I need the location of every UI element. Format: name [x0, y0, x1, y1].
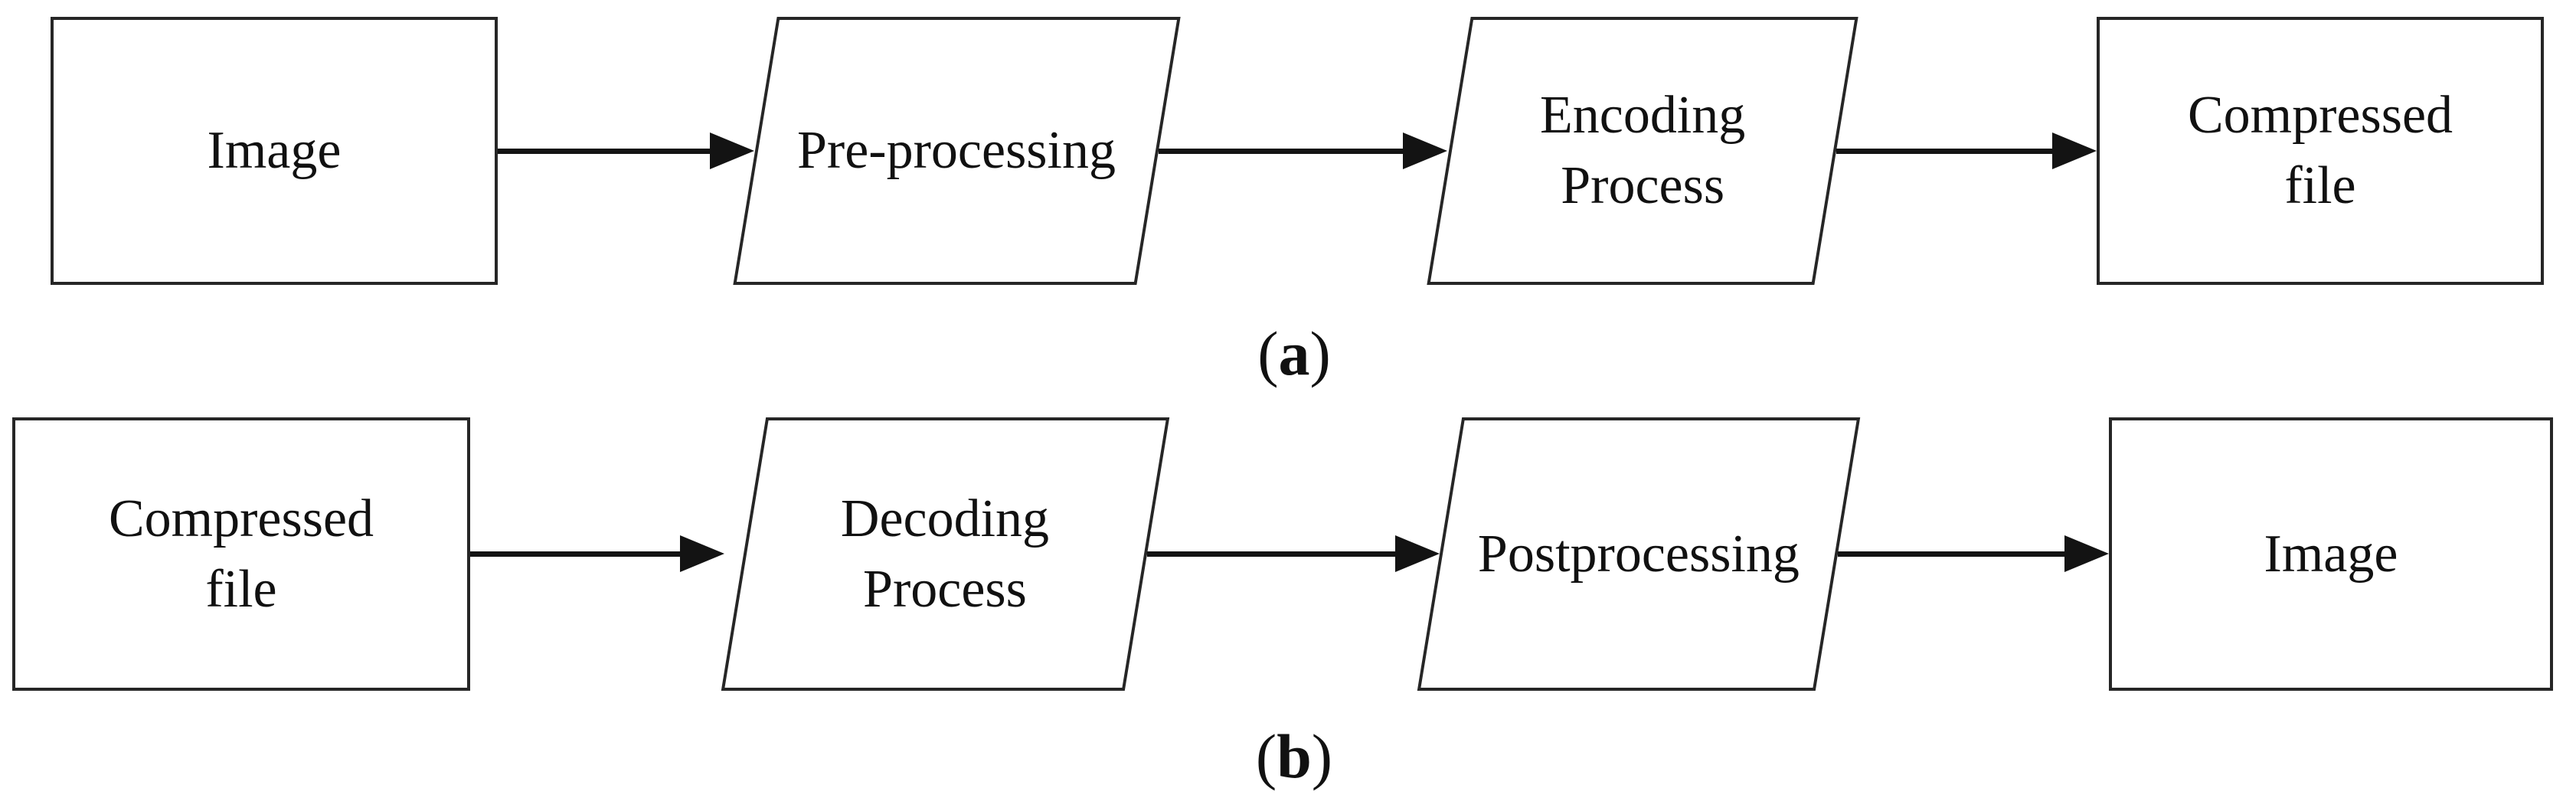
- node-label-line: file: [2284, 156, 2356, 215]
- node-label-line: Postprocessing: [1478, 524, 1800, 584]
- arrow-shaft: [1836, 148, 2057, 154]
- arrow-preprocessing-to-encoding: [1159, 132, 1447, 169]
- node-label-line: Pre-processing: [797, 121, 1116, 180]
- node-label: Compressed file: [109, 484, 374, 625]
- node-compressed-file-input: Compressed file: [12, 417, 470, 691]
- node-decoding-process: Decoding Process: [721, 417, 1170, 691]
- arrow-shaft: [1838, 551, 2069, 557]
- node-label: Compressed file: [2188, 80, 2453, 221]
- arrow-head-icon: [2064, 535, 2109, 572]
- node-encoding-process: Encoding Process: [1427, 17, 1858, 285]
- node-label-line: file: [205, 559, 277, 619]
- node-label: Postprocessing: [1478, 519, 1800, 590]
- arrow-postprocessing-to-image: [1838, 535, 2109, 572]
- node-label-line: Compressed: [2187, 86, 2453, 145]
- caption-paren: ): [1309, 319, 1331, 388]
- caption-letter: b: [1277, 721, 1312, 791]
- arrow-shaft: [1147, 551, 1400, 557]
- node-preprocessing: Pre-processing: [733, 17, 1181, 285]
- arrow-shaft: [498, 148, 714, 154]
- arrow-shaft: [470, 551, 685, 557]
- node-label: Image: [2264, 519, 2398, 590]
- node-label: Decoding Process: [841, 484, 1049, 625]
- arrow-head-icon: [680, 535, 724, 572]
- node-image-input: Image: [51, 17, 498, 285]
- arrow-compressed-to-decoding: [470, 535, 724, 572]
- caption-letter: a: [1278, 319, 1310, 388]
- arrow-head-icon: [1403, 132, 1447, 169]
- node-label-line: Compressed: [108, 489, 374, 548]
- panel-a-caption: (a): [1179, 316, 1409, 392]
- node-compressed-file-output: Compressed file: [2097, 17, 2544, 285]
- arrow-shaft: [1159, 148, 1407, 154]
- node-label-line: Process: [863, 559, 1028, 619]
- node-postprocessing: Postprocessing: [1417, 417, 1861, 691]
- node-label: Encoding Process: [1540, 80, 1745, 221]
- node-label-line: Image: [207, 121, 342, 180]
- node-label-line: Decoding: [841, 489, 1050, 548]
- node-label-line: Process: [1561, 156, 1724, 215]
- node-image-output: Image: [2109, 417, 2553, 691]
- node-label: Pre-processing: [797, 116, 1116, 186]
- caption-paren: (: [1257, 319, 1279, 388]
- node-label: Image: [208, 116, 342, 186]
- arrow-image-to-preprocessing: [498, 132, 754, 169]
- node-label-line: Image: [2264, 524, 2398, 584]
- node-label-line: Encoding: [1539, 86, 1746, 145]
- caption-paren: (: [1255, 721, 1277, 791]
- arrow-head-icon: [710, 132, 754, 169]
- caption-paren: ): [1311, 721, 1333, 791]
- arrow-head-icon: [2052, 132, 2097, 169]
- panel-b-caption: (b): [1179, 718, 1409, 795]
- arrow-head-icon: [1395, 535, 1440, 572]
- arrow-encoding-to-compressed: [1836, 132, 2097, 169]
- arrow-decoding-to-postprocessing: [1147, 535, 1440, 572]
